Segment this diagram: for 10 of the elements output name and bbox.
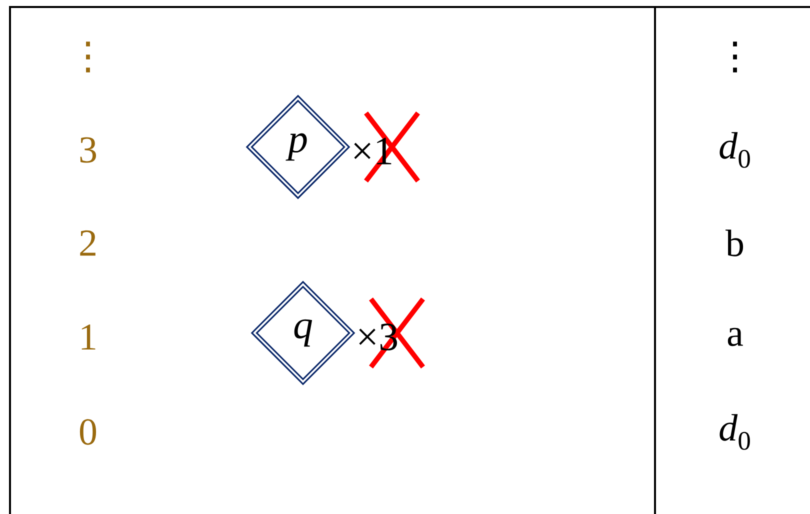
cell-value: b xyxy=(726,230,744,256)
row-number: 1 xyxy=(82,324,96,350)
cell-value: d$_{0}$ xyxy=(720,132,750,168)
cell-value: ⋮ xyxy=(733,42,737,72)
cell-value: d$_{0}$ xyxy=(720,414,750,450)
row-number: 3 xyxy=(80,137,96,163)
row-number: ⋮ xyxy=(86,42,90,72)
row-number: 0 xyxy=(80,419,96,445)
cell-value: a xyxy=(728,328,743,346)
row-number: 2 xyxy=(80,230,96,256)
